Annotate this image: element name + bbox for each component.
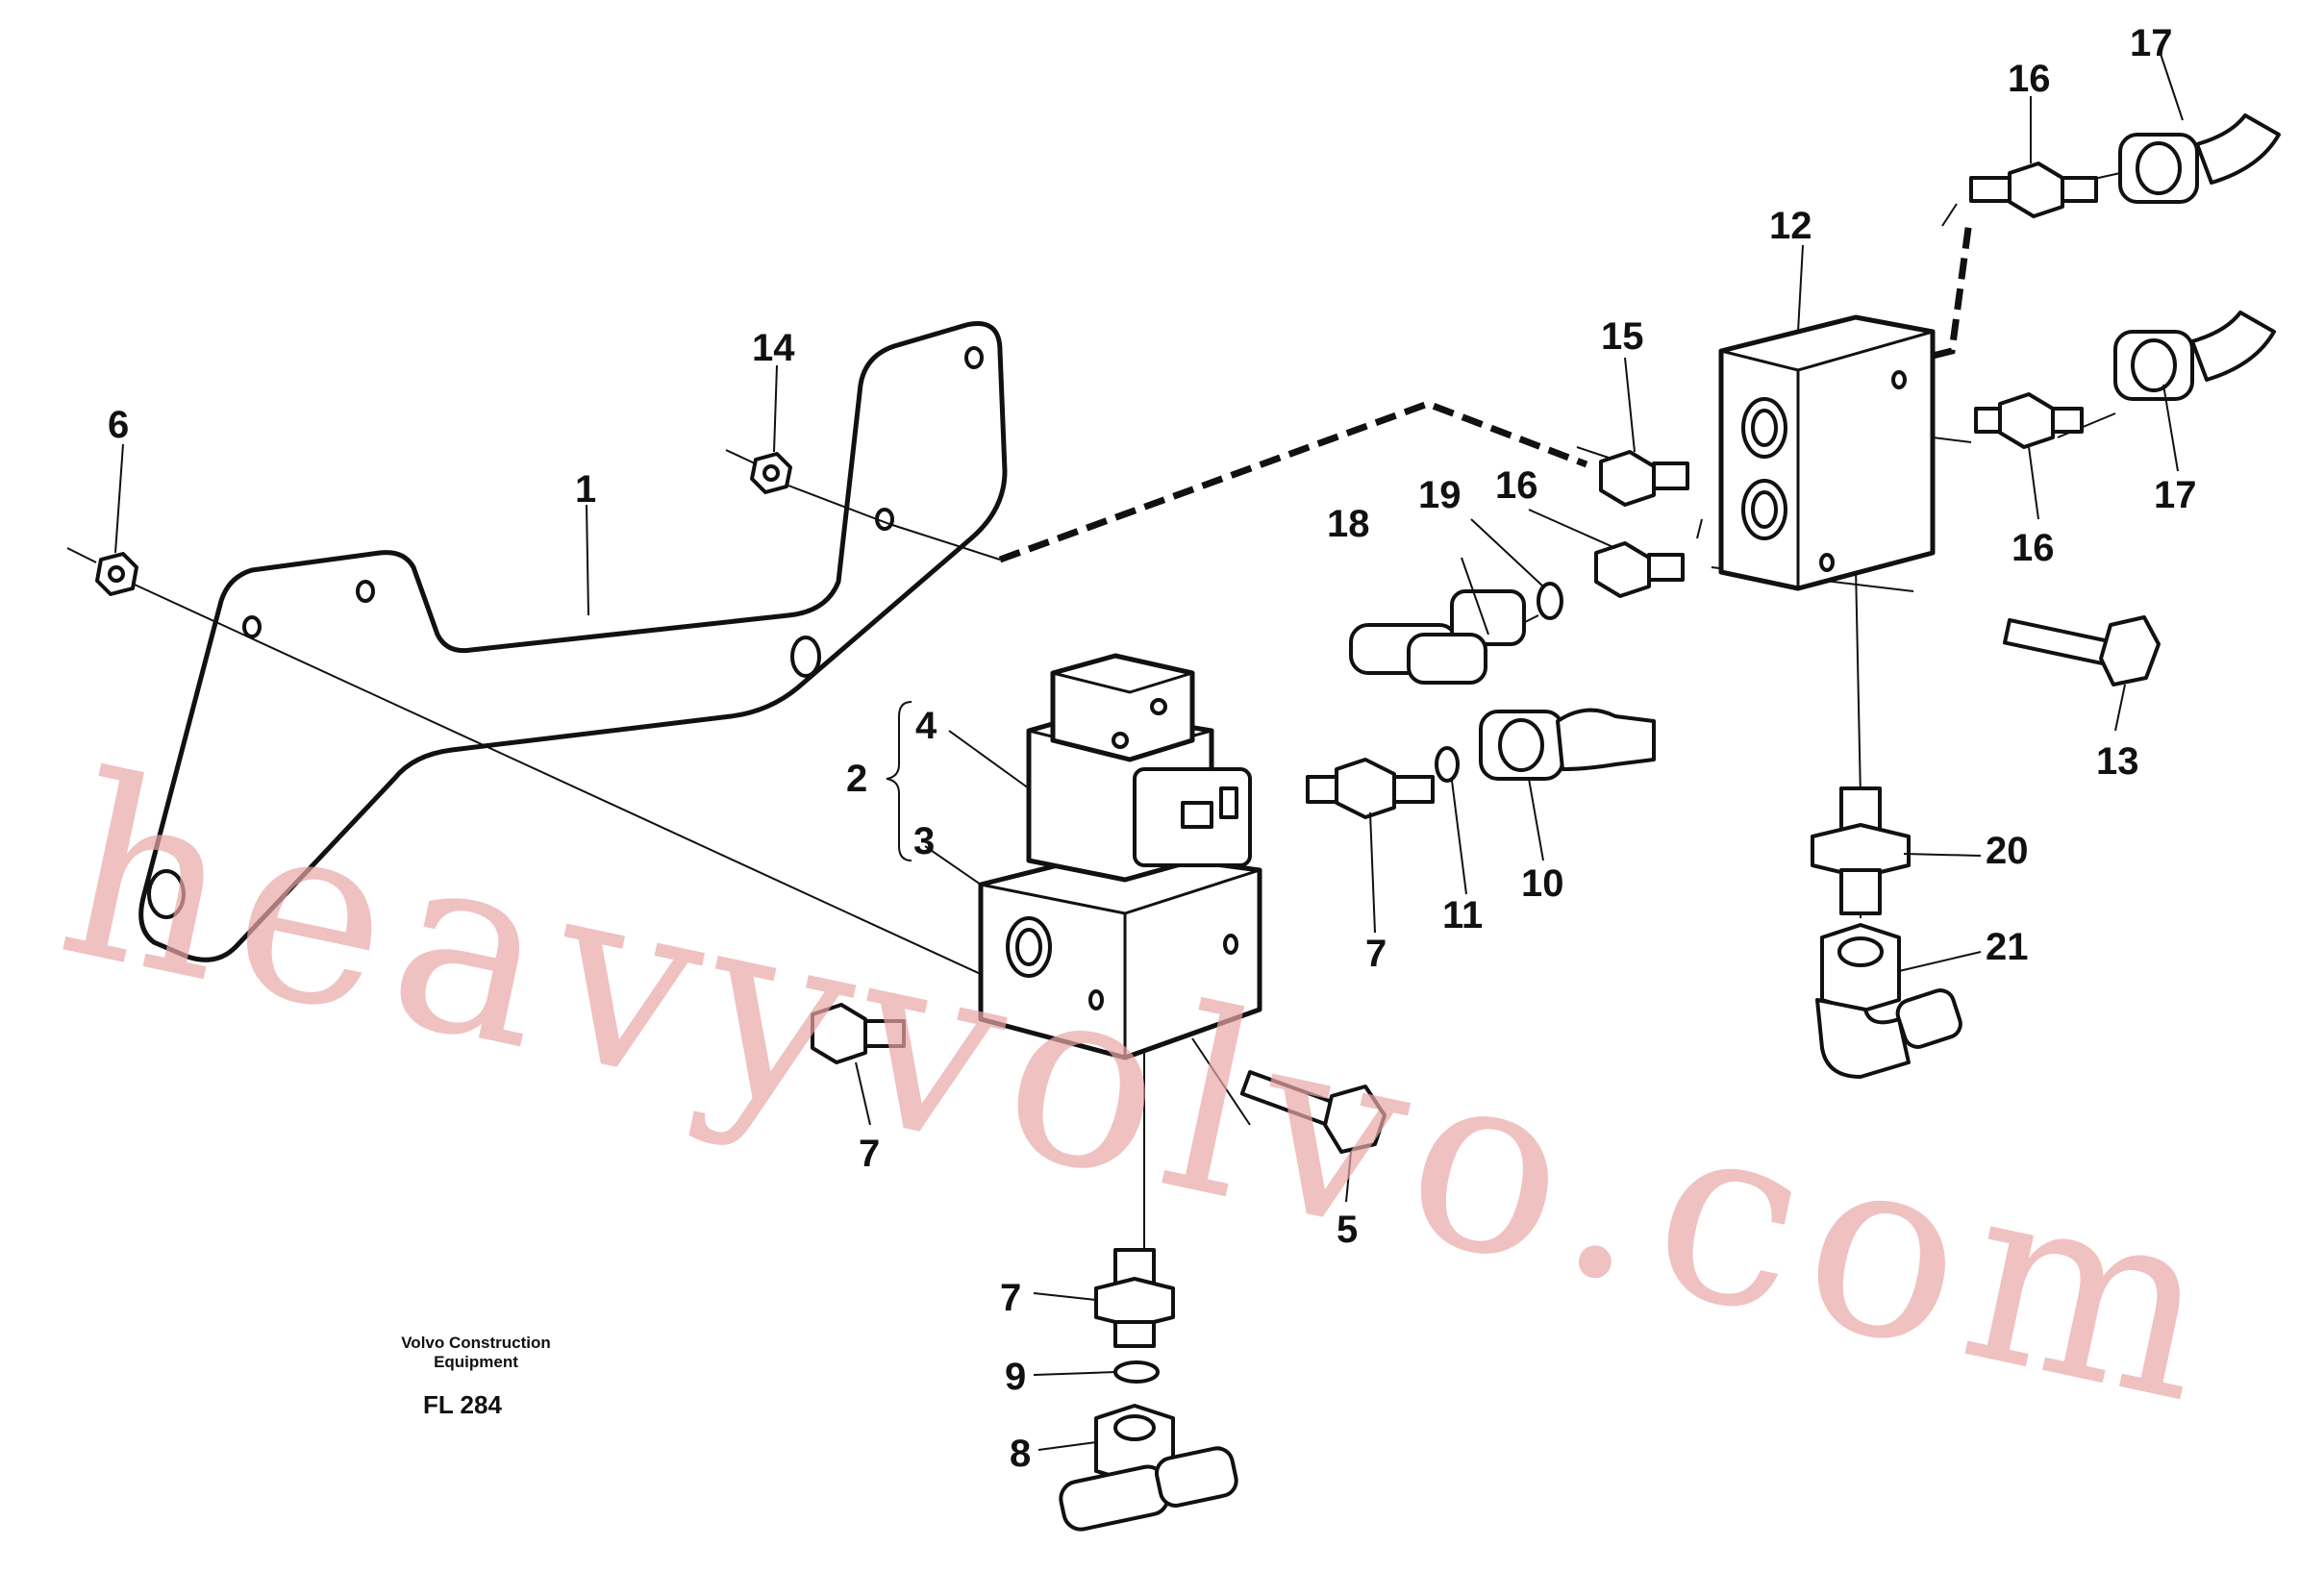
callout-3: 3 xyxy=(913,820,935,862)
fitting-part-20 xyxy=(1811,786,1911,915)
callout-6: 6 xyxy=(108,404,129,446)
elbow-part-21 xyxy=(1815,923,1962,1079)
callout-1: 1 xyxy=(575,468,596,511)
fitting-part-16-middle xyxy=(1594,541,1685,598)
seal-ring-part-19 xyxy=(1537,582,1563,620)
fitting-part-7-right xyxy=(1306,758,1435,819)
callout-16-right: 16 xyxy=(2012,527,2055,569)
callout-14: 14 xyxy=(752,327,795,369)
nut-part-14 xyxy=(750,452,792,494)
solenoid-valve-part-2 xyxy=(978,653,1262,1060)
bolt-part-5 xyxy=(1239,1070,1387,1154)
elbow-part-17-right xyxy=(2113,311,2276,401)
callout-labels: 1 2 3 4 5 6 7 7 7 8 9 10 11 12 13 14 15 … xyxy=(108,22,2197,1475)
callout-2: 2 xyxy=(846,758,867,800)
fitting-part-16-right xyxy=(1974,392,2084,449)
tee-fitting-part-18 xyxy=(1349,589,1526,685)
bracket-part-1 xyxy=(138,321,1008,962)
elbow-part-17-top xyxy=(2118,113,2281,204)
callout-12: 12 xyxy=(1769,205,1812,247)
caption-line-2: Equipment xyxy=(434,1353,518,1371)
callout-4: 4 xyxy=(915,705,937,747)
drawing-caption: Volvo Construction Equipment FL 284 xyxy=(401,1334,551,1419)
callout-8: 8 xyxy=(1010,1433,1031,1475)
tee-fitting-part-8 xyxy=(1059,1404,1238,1532)
callout-7-left: 7 xyxy=(859,1133,880,1175)
callout-16-middle: 16 xyxy=(1495,464,1538,507)
callout-5: 5 xyxy=(1337,1209,1358,1251)
callout-19: 19 xyxy=(1418,474,1462,516)
callout-16-top: 16 xyxy=(2008,58,2051,100)
callout-15: 15 xyxy=(1601,315,1644,358)
seal-ring-part-11 xyxy=(1435,746,1460,783)
callout-10: 10 xyxy=(1521,862,1564,905)
callout-13: 13 xyxy=(2096,740,2139,783)
callout-7-right: 7 xyxy=(1365,933,1387,975)
fitting-part-7-bottom xyxy=(1094,1248,1175,1348)
caption-line-1: Volvo Construction xyxy=(401,1334,551,1352)
valve-block-part-12 xyxy=(1718,314,1936,591)
callout-17-top: 17 xyxy=(2130,22,2173,64)
nut-part-6 xyxy=(95,552,138,596)
callout-17-right: 17 xyxy=(2154,474,2197,516)
seal-ring-part-9 xyxy=(1113,1360,1160,1384)
callout-18: 18 xyxy=(1327,503,1370,545)
callout-9: 9 xyxy=(1005,1356,1026,1398)
fitting-part-7-left xyxy=(811,1003,906,1064)
bolt-part-13 xyxy=(2003,615,2161,686)
elbow-part-10 xyxy=(1479,708,1656,781)
drawing-code: FL 284 xyxy=(423,1390,502,1419)
callout-7-bottom: 7 xyxy=(1000,1277,1021,1319)
callout-21: 21 xyxy=(1986,926,2029,968)
callout-leader-lines xyxy=(114,47,2184,1451)
callout-20: 20 xyxy=(1986,830,2029,872)
fitting-part-15 xyxy=(1599,450,1689,507)
fitting-part-16-top xyxy=(1969,162,2098,218)
callout-11: 11 xyxy=(1442,894,1483,936)
